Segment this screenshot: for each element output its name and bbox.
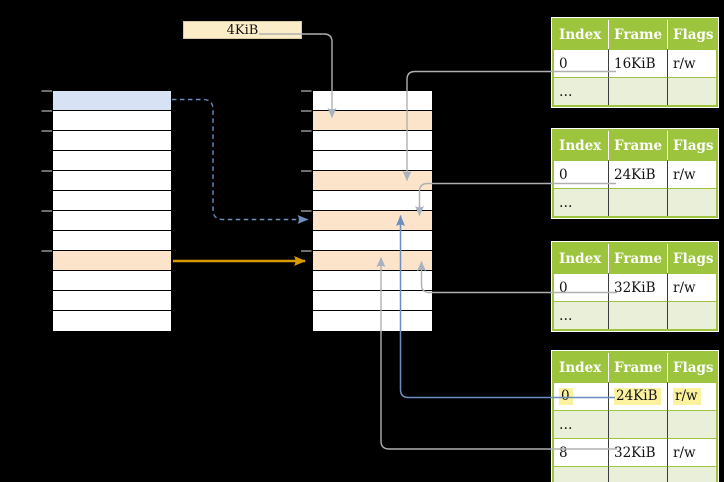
page-size-text: 4KiB [226, 22, 259, 38]
memory-row [313, 271, 432, 291]
page-table-header-flags: Flags [667, 244, 716, 273]
page-table-header-flags: Flags [667, 20, 716, 49]
highlighted-value: 24KiB [614, 388, 661, 405]
page-table-cell: 0 [554, 49, 608, 77]
page-table-header-frame: Frame [608, 20, 667, 49]
page-table-cell: r/w [667, 438, 716, 466]
physical-memory-table [312, 90, 433, 332]
highlighted-value: 0 [559, 388, 573, 405]
memory-row [53, 211, 171, 231]
memory-row-orange [313, 171, 432, 191]
virtual-memory-table [52, 90, 172, 332]
page-table-cell [608, 466, 667, 482]
memory-row [53, 311, 171, 331]
page-table-cell: 32KiB [608, 438, 667, 466]
page-table-cell: r/w [667, 273, 716, 301]
page-table-header-index: Index [554, 20, 608, 49]
page-table-header-flags: Flags [667, 131, 716, 160]
page-table-cell: 8 [554, 438, 608, 466]
page-table-cell: 32KiB [608, 273, 667, 301]
page-table-cell: … [554, 301, 608, 329]
page-table-cell [667, 466, 716, 482]
page-table-cell: … [554, 77, 608, 105]
page-table-header-index: Index [554, 244, 608, 273]
page-table-header-index: Index [554, 353, 608, 382]
page-table-cell [667, 301, 716, 329]
page-table-header-frame: Frame [608, 353, 667, 382]
page-table-cell: r/w [667, 382, 716, 410]
memory-row [53, 171, 171, 191]
page-table-cell: 24KiB [608, 382, 667, 410]
memory-row [53, 191, 171, 211]
page-table-cell [667, 188, 716, 216]
page-table-cell: 16KiB [608, 49, 667, 77]
virtual-to-physical-dashed-arrow [172, 98, 309, 224]
page-table-header-frame: Frame [608, 131, 667, 160]
memory-row [313, 231, 432, 251]
memory-row [53, 151, 171, 171]
memory-row-blue [53, 91, 171, 111]
memory-row [313, 291, 432, 311]
memory-row-orange [313, 111, 432, 131]
memory-row [53, 271, 171, 291]
memory-row-orange [313, 251, 432, 271]
page-table-cell: r/w [667, 49, 716, 77]
page-table-header-index: Index [554, 131, 608, 160]
memory-row [53, 131, 171, 151]
page-table-header-flags: Flags [667, 353, 716, 382]
memory-row [313, 191, 432, 211]
memory-row [313, 91, 432, 111]
page-table-cell [667, 410, 716, 438]
memory-row-orange [53, 251, 171, 271]
page-table-cell [608, 77, 667, 105]
page-table-cell: 0 [554, 160, 608, 188]
page-table-cell [608, 301, 667, 329]
page-table-cell: … [554, 188, 608, 216]
page-size-label: 4KiB [183, 21, 302, 39]
page-table-cell [667, 77, 716, 105]
memory-row [313, 151, 432, 171]
memory-row [53, 231, 171, 251]
page-table-cell: r/w [667, 160, 716, 188]
page-table-cell [608, 188, 667, 216]
page-table-cell: … [554, 466, 608, 482]
page-table-cell: 24KiB [608, 160, 667, 188]
page-table-cell: 0 [554, 273, 608, 301]
page-table-cell: 0 [554, 382, 608, 410]
memory-row [313, 311, 432, 331]
page-table-header-frame: Frame [608, 244, 667, 273]
memory-row [313, 131, 432, 151]
page-table-cell: … [554, 410, 608, 438]
memory-row [53, 291, 171, 311]
memory-row-orange [313, 211, 432, 231]
memory-row [53, 111, 171, 131]
highlighted-value: r/w [673, 388, 701, 405]
page-table-cell [608, 410, 667, 438]
